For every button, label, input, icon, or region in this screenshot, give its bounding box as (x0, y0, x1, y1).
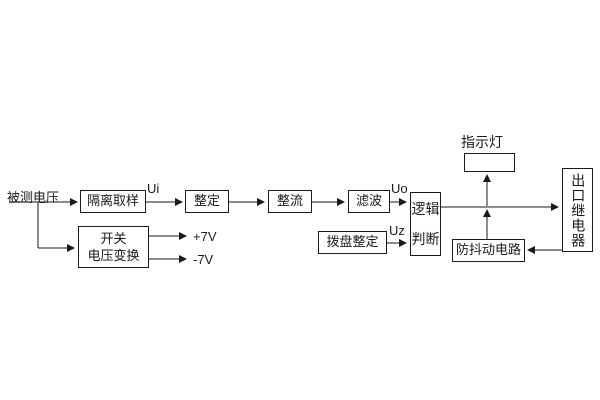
block-dial-setting: 拨盘整定 (318, 231, 387, 254)
block-setting: 整定 (185, 190, 229, 213)
switch-converter-line1: 开关 (100, 231, 127, 246)
block-switch-voltage-converter: 开关 电压变换 (78, 226, 149, 268)
block-filter: 滤波 (348, 190, 390, 213)
source-voltage-label: 被测电压 (7, 190, 60, 205)
block-rectifier: 整流 (268, 190, 312, 213)
minus-7v-label: -7V (193, 252, 214, 267)
switch-converter-line2: 电压变换 (87, 248, 140, 263)
signal-ui-label: Ui (147, 181, 160, 196)
block-logic-judgment: 逻辑判断 (410, 192, 441, 256)
signal-uo-label: Uo (391, 181, 408, 196)
block-isolation-sampling: 隔离取样 (80, 190, 146, 213)
indicator-lamp-box (464, 153, 515, 172)
block-anti-jitter-circuit: 防抖动电路 (452, 239, 525, 262)
signal-uz-label: Uz (389, 223, 405, 238)
indicator-lamp-label: 指示灯 (461, 134, 503, 150)
plus-7v-label: +7V (193, 229, 217, 244)
block-output-relay: 出口继电器 (562, 168, 593, 252)
